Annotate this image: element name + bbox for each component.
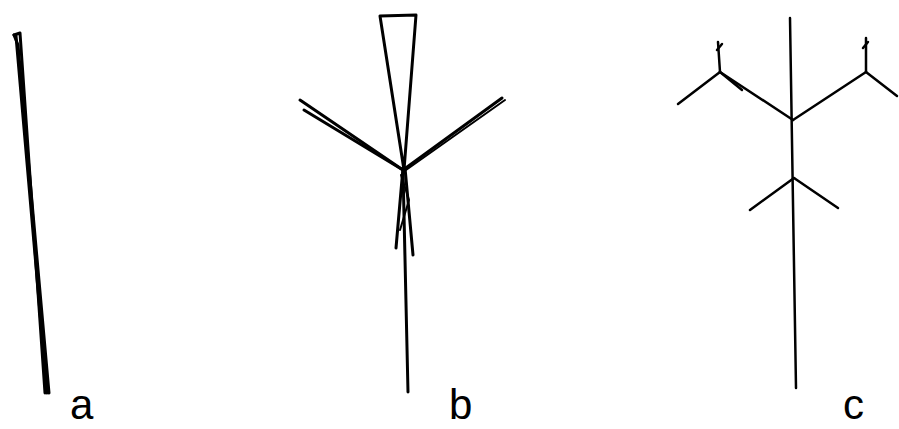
sketch-b xyxy=(300,15,505,392)
panel-letter: b xyxy=(449,384,472,426)
panel-letter: c xyxy=(843,384,864,426)
panel-letter: a xyxy=(70,384,93,426)
sketch-c xyxy=(678,18,897,388)
sketch-a xyxy=(14,33,49,393)
